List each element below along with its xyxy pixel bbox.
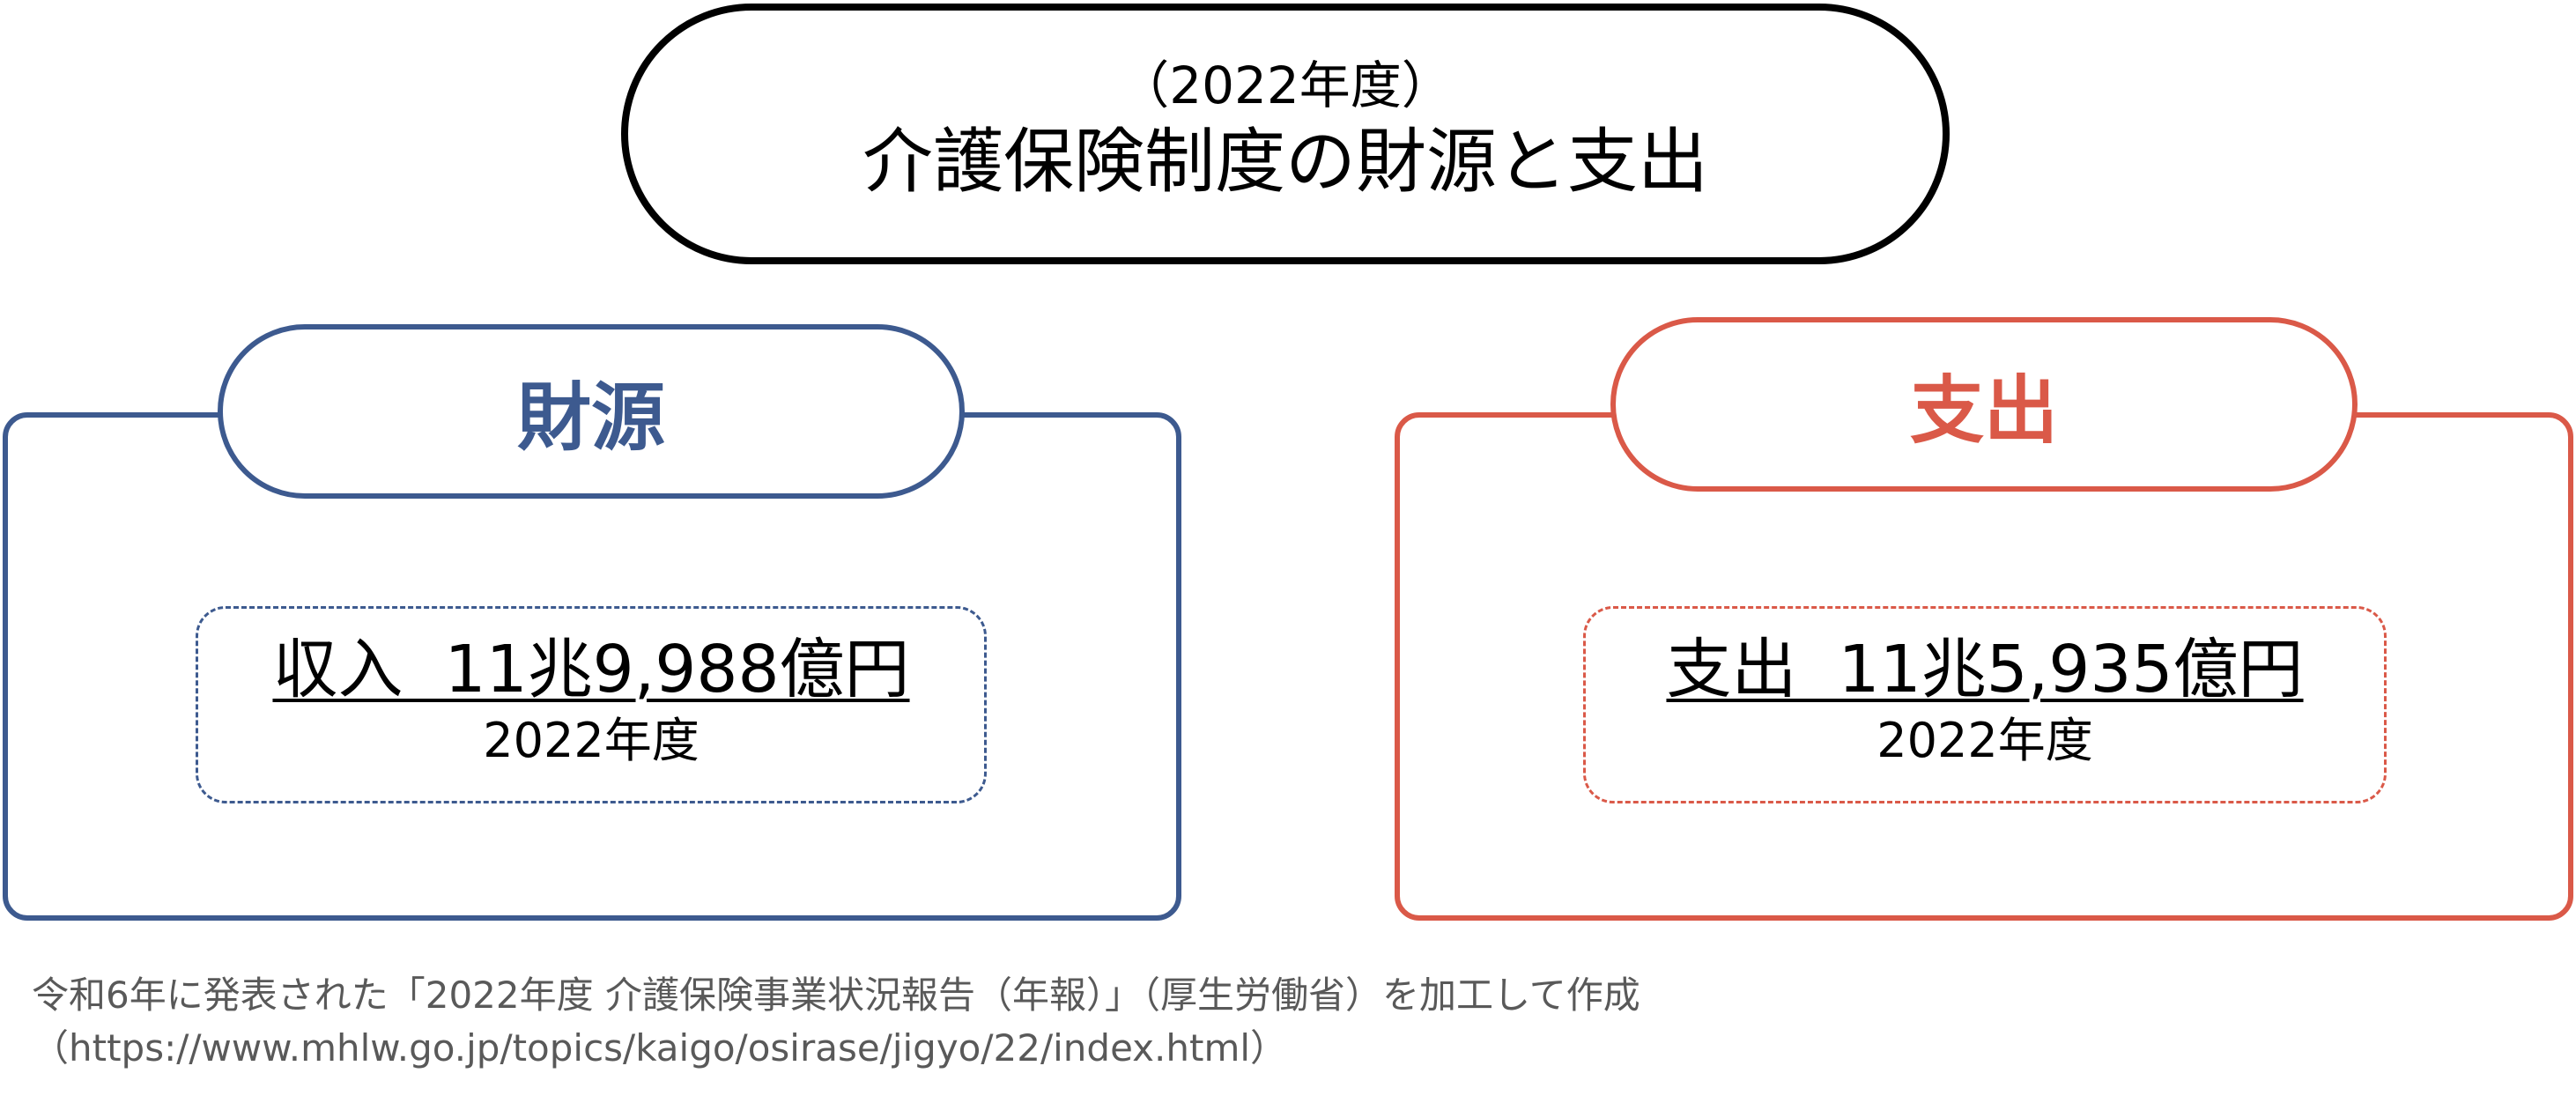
source-note-line1: 令和6年に発表された「2022年度 介護保険事業状況報告（年報）」（厚生労働省）… [32, 973, 1640, 1017]
source-value-year: 2022年度 [483, 713, 700, 769]
source-value-box: 収入 11兆9,988億円 2022年度 [196, 606, 987, 803]
source-value-text: 収入 11兆9,988億円 [272, 632, 910, 708]
expense-value-text: 支出 11兆5,935億円 [1666, 632, 2304, 708]
expense-section-header: 支出 [1610, 317, 2358, 492]
title-pill: （2022年度） 介護保険制度の財源と支出 [621, 4, 1950, 264]
title-main: 介護保険制度の財源と支出 [862, 120, 1708, 203]
expense-value-box: 支出 11兆5,935億円 2022年度 [1583, 606, 2387, 803]
source-note-url: （https://www.mhlw.go.jp/topics/kaigo/osi… [32, 1026, 1288, 1070]
source-note: 令和6年に発表された「2022年度 介護保険事業状況報告（年報）」（厚生労働省）… [32, 969, 1970, 1075]
source-section-header: 財源 [218, 324, 965, 499]
expense-value-year: 2022年度 [1876, 713, 2093, 769]
title-year: （2022年度） [1118, 56, 1453, 116]
